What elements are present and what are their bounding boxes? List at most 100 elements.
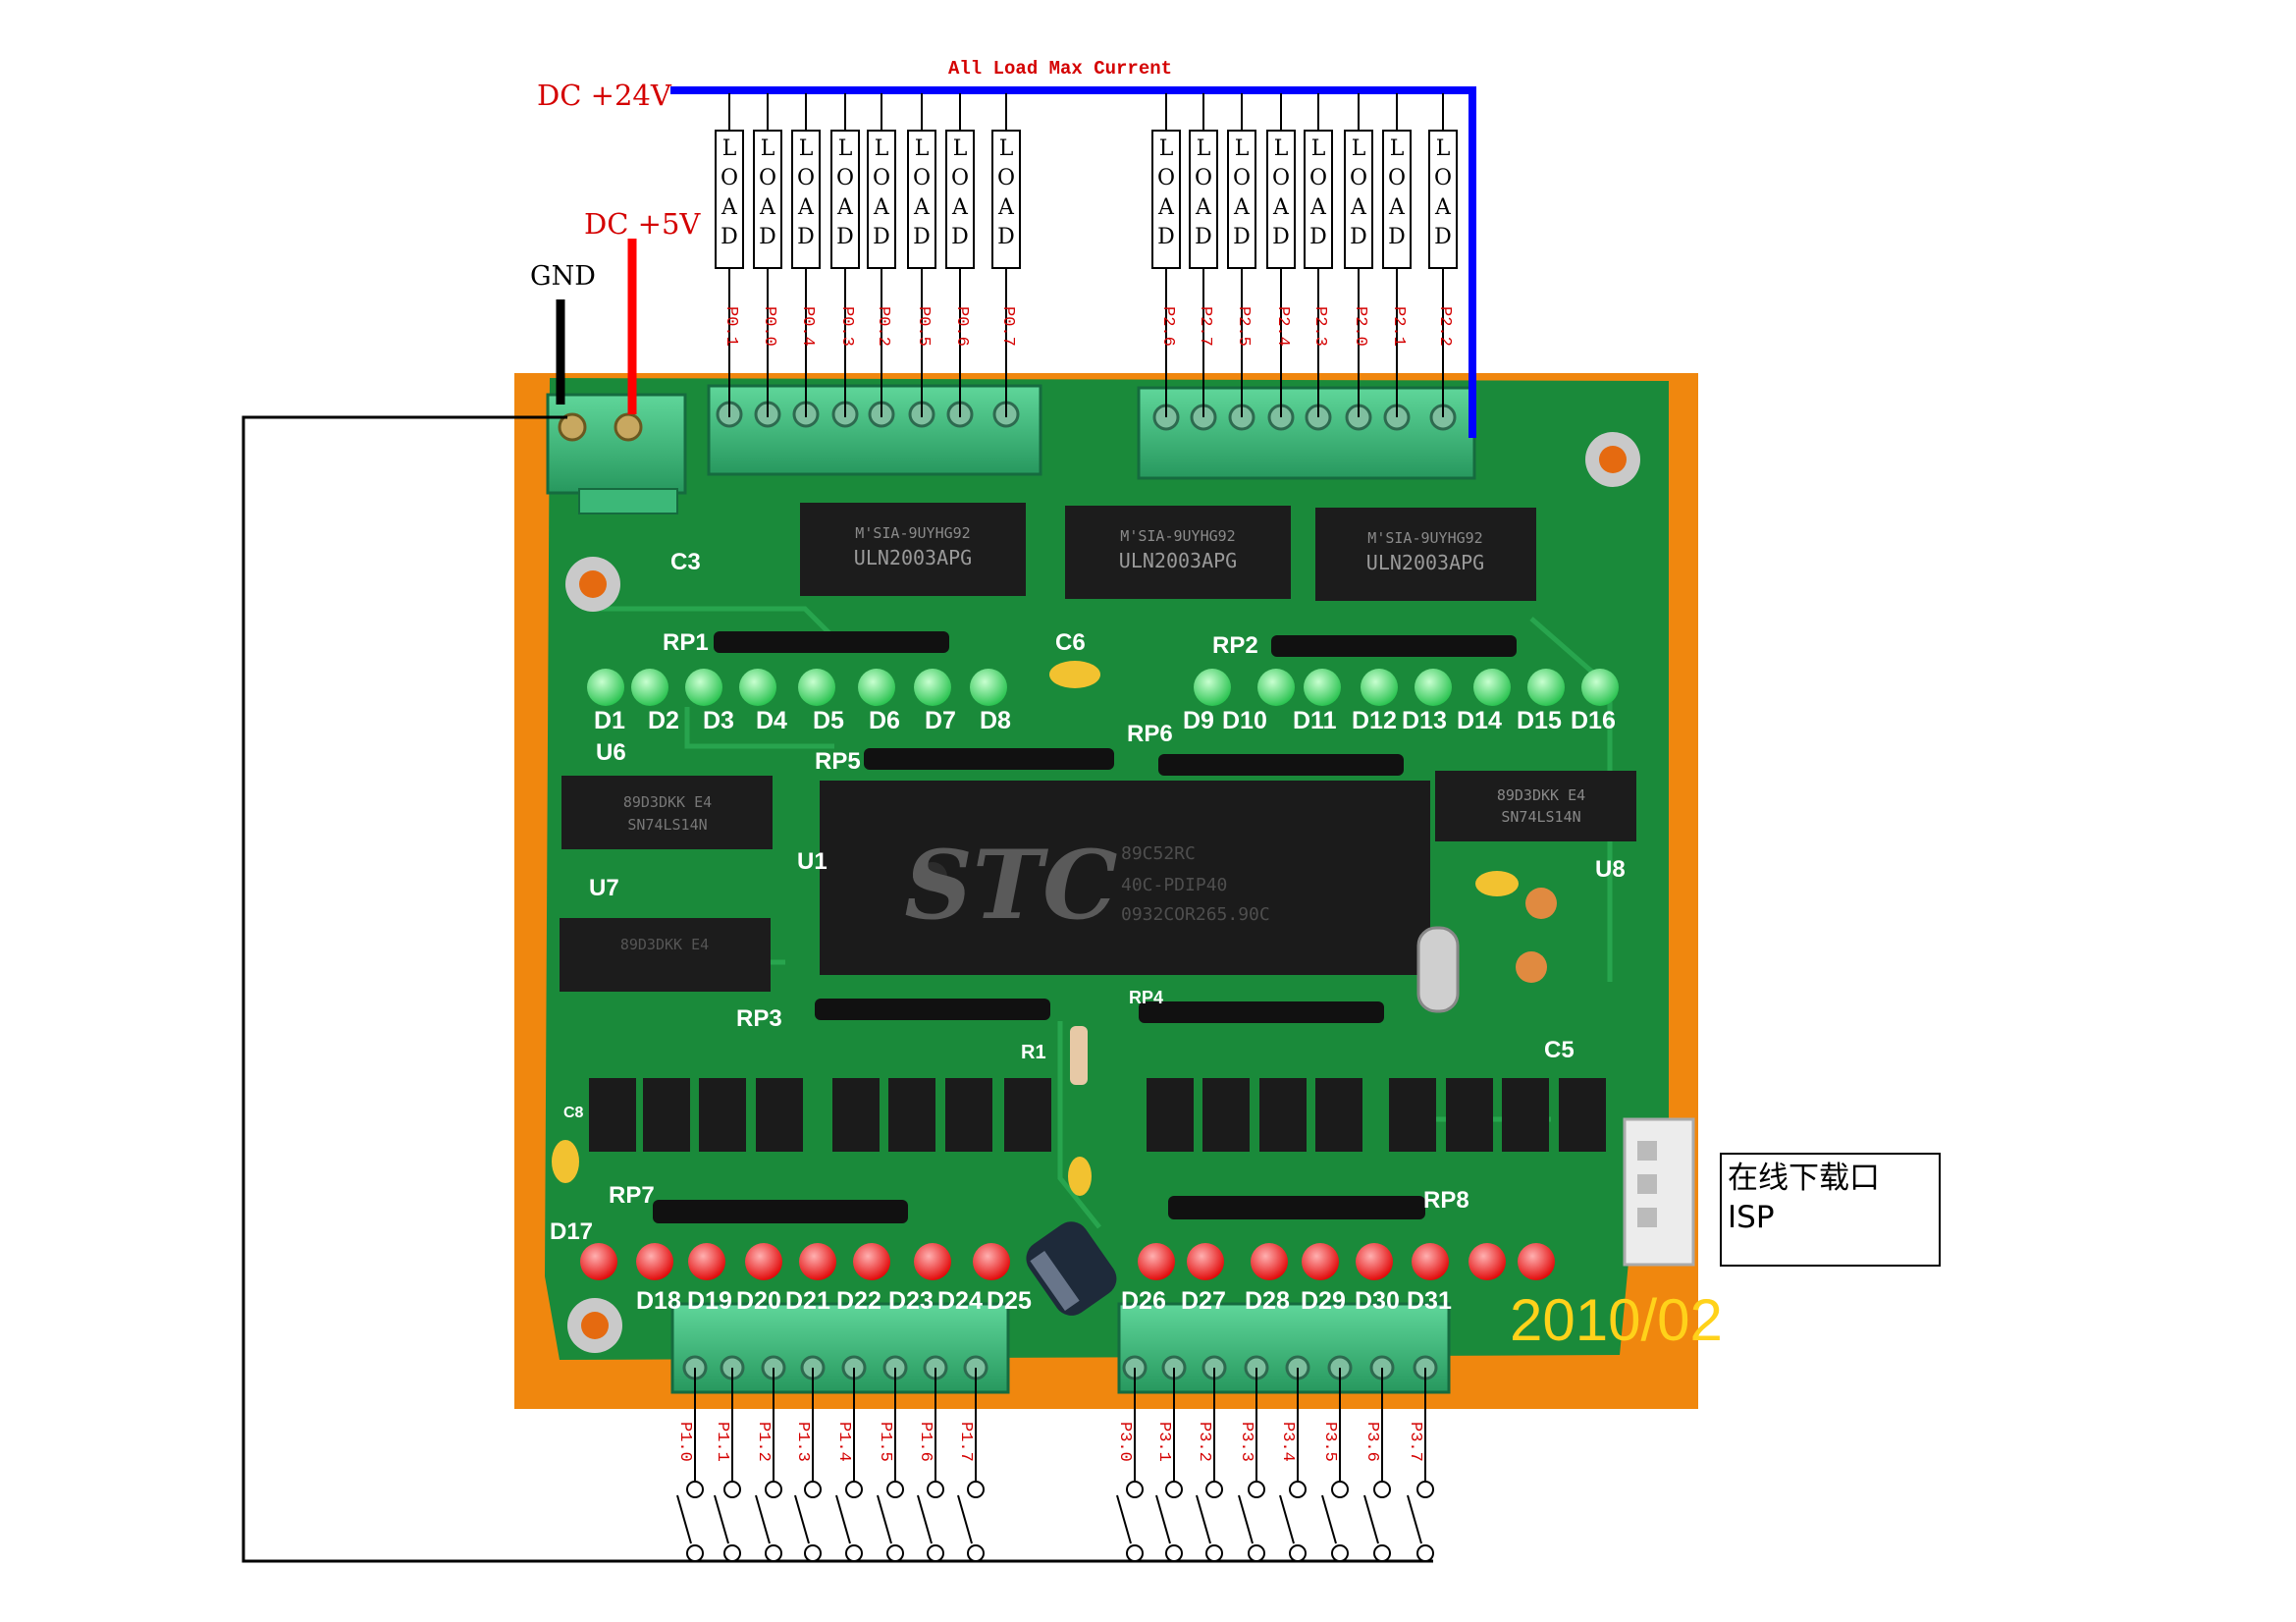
switch-terminal	[1373, 1481, 1391, 1498]
load-box	[1266, 130, 1296, 269]
switch-terminal	[723, 1481, 741, 1498]
load-letter: O	[1272, 166, 1290, 190]
load-letter: D	[1272, 225, 1290, 249]
switch-terminal	[686, 1544, 704, 1562]
switch-terminal	[686, 1481, 704, 1498]
ref-d17: D17	[550, 1218, 593, 1245]
load-letter: O	[1350, 166, 1367, 190]
led-label: D7	[925, 707, 956, 734]
switch-lever	[794, 1494, 810, 1544]
load-letter: L	[953, 136, 968, 161]
led-label: D1	[594, 707, 625, 734]
led-label: D22	[836, 1287, 881, 1315]
switch-lever	[957, 1494, 973, 1544]
led-green	[1415, 669, 1452, 706]
switch-terminal	[1126, 1544, 1144, 1562]
load-group-right: LOADP2.6LOADP2.7LOADP2.5LOADP2.4LOADP2.3…	[1151, 93, 1458, 417]
load-letter: L	[722, 136, 737, 161]
capacitor	[1068, 1157, 1092, 1196]
input-pin-label: P3.3	[1237, 1422, 1255, 1462]
ref-rp5: RP5	[815, 748, 861, 775]
optocoupler	[756, 1078, 803, 1152]
load-box	[715, 130, 744, 269]
switch-terminal	[1331, 1481, 1349, 1498]
input-pin-label: P3.5	[1320, 1422, 1339, 1462]
resistor-pack-rp8	[1168, 1196, 1425, 1219]
load-letter: O	[721, 166, 738, 190]
led-label: D27	[1181, 1287, 1226, 1315]
switch-terminal	[804, 1544, 822, 1562]
load-letter: L	[761, 136, 775, 161]
crystal	[1416, 926, 1460, 1013]
load-letter: L	[1235, 136, 1250, 161]
led-red	[636, 1243, 673, 1280]
load-letter: A	[1434, 195, 1452, 220]
led-label: D21	[785, 1287, 830, 1315]
load-letter: A	[951, 195, 969, 220]
output-pin-label: P2.1	[1389, 306, 1408, 347]
svg-text:89D3DKK E4: 89D3DKK E4	[1497, 786, 1585, 804]
resistor-pack-rp1	[714, 631, 949, 653]
mounting-hole	[1585, 432, 1640, 487]
output-pin-label: P0.5	[914, 306, 933, 347]
capacitor-c8	[552, 1140, 579, 1183]
switch-lever	[835, 1494, 851, 1544]
load-letter: L	[838, 136, 853, 161]
input-pin-label: P3.6	[1362, 1422, 1381, 1462]
ref-u6: U6	[596, 739, 626, 766]
optocoupler	[699, 1078, 746, 1152]
load-box	[867, 130, 896, 269]
capacitor	[1475, 871, 1519, 896]
led-label: D11	[1293, 707, 1337, 734]
isp-title: 在线下载口	[1728, 1161, 1880, 1196]
led-label: D23	[888, 1287, 934, 1315]
led-green	[1257, 669, 1295, 706]
load-letter: L	[1274, 136, 1289, 161]
led-red	[853, 1243, 890, 1280]
switch-terminal	[927, 1481, 944, 1498]
output-pin-label: P0.7	[998, 306, 1017, 347]
resistor-pack-rp6	[1158, 754, 1404, 776]
input-pin-label: P1.1	[713, 1422, 731, 1462]
led-green	[631, 669, 668, 706]
led-red	[1302, 1243, 1339, 1280]
led-label: D3	[703, 707, 734, 734]
load-letter: D	[1233, 225, 1251, 249]
led-label: D4	[756, 707, 787, 734]
load-letter: A	[721, 195, 738, 220]
switch-terminal	[886, 1544, 904, 1562]
ref-c8: C8	[563, 1105, 584, 1121]
inverter-chip-u6: 89D3DKK E4 SN74LS14N	[561, 776, 773, 849]
optocoupler	[1202, 1078, 1250, 1152]
ref-u7: U7	[589, 875, 619, 901]
load-letter: A	[873, 195, 890, 220]
load-group-left: LOADP0.1LOADP0.0LOADP0.4LOADP0.3LOADP0.2…	[715, 93, 1021, 417]
switch-terminal	[1248, 1481, 1265, 1498]
switch-terminal	[1126, 1481, 1144, 1498]
optocoupler	[945, 1078, 992, 1152]
led-green	[1473, 669, 1511, 706]
led-green	[914, 669, 951, 706]
load-letter: D	[1388, 225, 1406, 249]
switch-terminal	[1165, 1481, 1183, 1498]
ref-r1: R1	[1021, 1042, 1046, 1063]
output-terminal-right	[1137, 386, 1476, 480]
load-letter: A	[836, 195, 854, 220]
switch-lever	[755, 1494, 771, 1544]
inverter-chip-u8: 89D3DKK E4 SN74LS14N	[1435, 771, 1636, 841]
load-box	[1189, 130, 1218, 269]
led-red	[1251, 1243, 1288, 1280]
capacitor-c6	[1049, 661, 1100, 688]
gnd-return-wire	[241, 415, 1433, 1563]
led-label: D29	[1301, 1287, 1346, 1315]
led-label: D24	[937, 1287, 983, 1315]
load-letter: A	[1309, 195, 1327, 220]
pcb-board: M'SIA-9UYHG92 ULN2003APG M'SIA-9UYHG92 U…	[514, 373, 1723, 1409]
load-box	[945, 130, 975, 269]
switch-terminal	[886, 1481, 904, 1498]
led-label: D12	[1352, 707, 1397, 734]
input-terminal-left	[670, 1302, 1010, 1394]
led-label: D15	[1517, 707, 1562, 734]
